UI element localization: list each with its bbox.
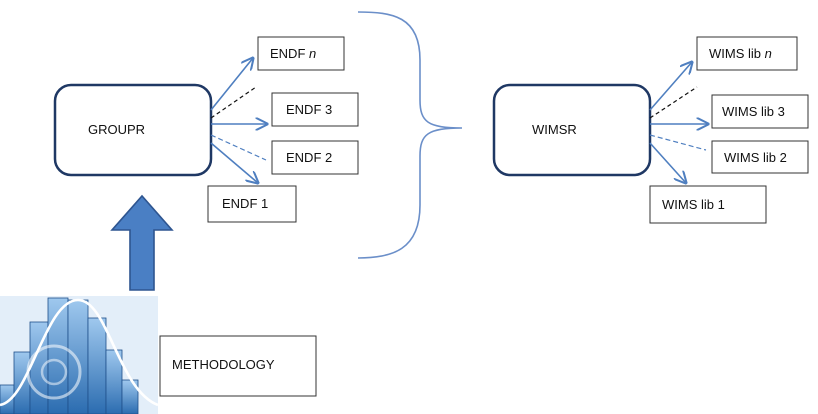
wims-2-label: WIMS lib 2	[724, 150, 787, 165]
wims-3-box: WIMS lib 3	[711, 94, 809, 129]
dashed-line-blue-2	[649, 134, 707, 151]
arrow-to-wims-n	[649, 62, 692, 111]
endf-1-box: ENDF 1	[207, 185, 297, 223]
endf-1-label: ENDF 1	[222, 196, 268, 211]
arrow-to-endf-1	[210, 142, 258, 183]
wims-n-prefix: WIMS lib	[709, 46, 765, 61]
wimsr-node: WIMSR	[492, 83, 652, 177]
svg-text:ENDF n: ENDF n	[270, 46, 316, 61]
endf-n-prefix: ENDF	[270, 46, 309, 61]
wims-3-label: WIMS lib 3	[722, 104, 785, 119]
wims-connectors	[649, 62, 708, 183]
endf-3-box: ENDF 3	[271, 92, 359, 127]
grouping-brace	[357, 11, 463, 259]
up-arrow-icon	[110, 194, 174, 291]
wims-2-box: WIMS lib 2	[711, 140, 809, 174]
endf-2-box: ENDF 2	[271, 140, 359, 175]
endf-connectors	[210, 58, 267, 183]
wims-n-suffix: n	[765, 46, 772, 61]
methodology-label: METHODOLOGY	[172, 357, 275, 372]
wims-1-label: WIMS lib 1	[662, 197, 725, 212]
histogram-bell-curve-icon	[0, 296, 159, 414]
groupr-label: GROUPR	[88, 122, 145, 137]
svg-text:WIMS lib n: WIMS lib n	[709, 46, 772, 61]
wims-n-box: WIMS lib n	[696, 36, 798, 71]
arrow-to-endf-n	[210, 58, 253, 111]
endf-n-box: ENDF n	[257, 36, 345, 71]
endf-n-suffix: n	[309, 46, 316, 61]
groupr-node: GROUPR	[53, 83, 213, 177]
wimsr-label: WIMSR	[532, 122, 577, 137]
dashed-line-black-2	[649, 86, 698, 119]
dashed-line-blue	[210, 134, 267, 161]
methodology-box: METHODOLOGY	[159, 335, 317, 397]
endf-3-label: ENDF 3	[286, 102, 332, 117]
wims-1-box: WIMS lib 1	[649, 185, 767, 224]
dashed-line-black	[210, 86, 257, 119]
arrow-to-wims-1	[649, 142, 686, 183]
endf-2-label: ENDF 2	[286, 150, 332, 165]
